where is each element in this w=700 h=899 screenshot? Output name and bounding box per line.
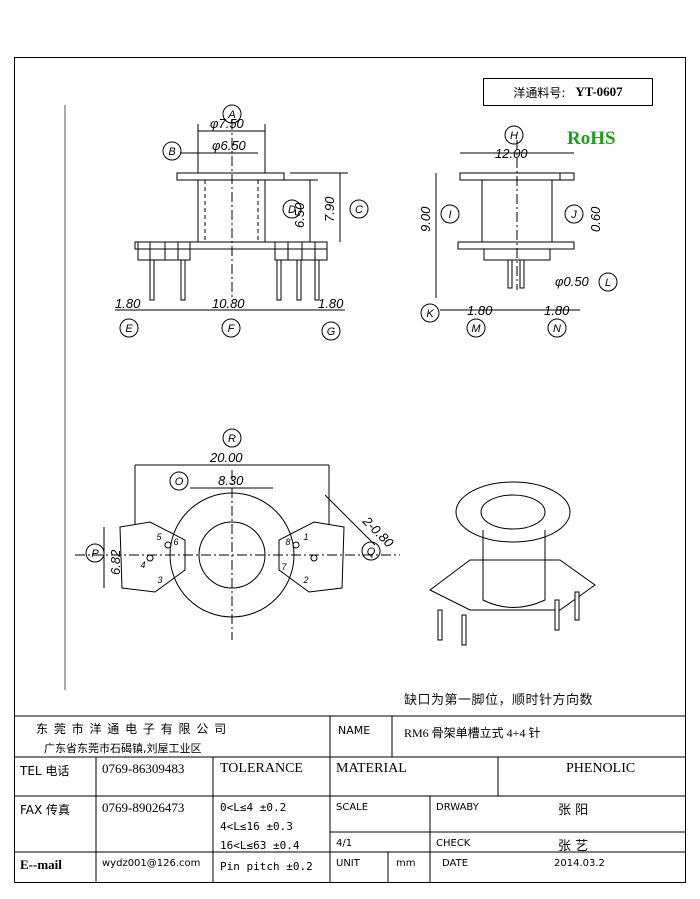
unit-value: mm <box>396 858 416 869</box>
tolerance-label: TOLERANCE <box>220 761 303 776</box>
dim-F-value: 10.80 <box>212 296 245 311</box>
part-number-box: 洋通料号: YT-0607 <box>483 78 653 106</box>
letter-M: M <box>471 323 481 335</box>
dimension-letters <box>85 104 618 563</box>
drawn-label: DRWABY <box>436 802 479 813</box>
pin-number: 3 <box>157 575 162 585</box>
drawn-value: 张 阳 <box>558 803 589 818</box>
dim-A-value: φ7.50 <box>210 116 245 131</box>
check-label: CHECK <box>436 838 471 849</box>
tolerance-line: Pin pitch ±0.2 <box>220 860 313 873</box>
letter-N: N <box>553 323 561 335</box>
fax-label: FAX 传真 <box>20 803 71 817</box>
isometric-view <box>429 481 596 646</box>
dim-E-value: 1.80 <box>115 296 141 311</box>
letter-A: A <box>227 109 235 121</box>
rohs-mark: RoHS <box>567 128 616 149</box>
dim-B-value: φ6.50 <box>212 138 247 153</box>
side-view <box>435 140 580 311</box>
dim-J-value: 0.60 <box>588 206 603 232</box>
company-address: 广东省东莞市石碣镇,刘屋工业区 <box>44 742 202 755</box>
letter-L: L <box>605 277 611 289</box>
pin-number: 2 <box>302 575 308 585</box>
pin-number: 4 <box>140 560 145 570</box>
letter-Q: Q <box>367 546 376 558</box>
email-value: wydz001@126.com <box>102 858 201 869</box>
fax-value: 0769-89026473 <box>102 800 185 815</box>
letter-O: O <box>175 476 184 488</box>
pin-number: 6 <box>173 537 178 547</box>
dim-H-value: 12.00 <box>495 146 528 161</box>
name-label: NAME <box>338 724 371 737</box>
letter-J: J <box>570 209 577 221</box>
email-label: E--mail <box>20 857 62 872</box>
material-value: PHENOLIC <box>566 761 636 776</box>
tel-label: TEL 电话 <box>20 764 70 778</box>
scale-label: SCALE <box>336 802 369 813</box>
dim-N-value: 1.80 <box>544 303 570 318</box>
letter-F: F <box>228 323 236 335</box>
dim-C-value: 7.90 <box>322 196 337 222</box>
letter-C: C <box>355 204 363 216</box>
drawing-sheet <box>14 57 686 883</box>
unit-label: UNIT <box>336 858 360 869</box>
letter-H: H <box>510 130 518 142</box>
pin-number: 8 <box>285 537 290 547</box>
part-number-value: YT-0607 <box>575 84 623 99</box>
dim-G-value: 1.80 <box>318 296 344 311</box>
dim-O-value: 8.30 <box>218 473 244 488</box>
name-value: RM6 骨架单槽立式 4+4 针 <box>404 726 541 740</box>
dim-I-value: 9.00 <box>418 206 433 232</box>
letter-I: I <box>448 209 451 221</box>
dim-D-value: 6.50 <box>292 202 307 228</box>
letter-E: E <box>125 323 133 335</box>
tel-value: 0769-86309483 <box>102 761 185 776</box>
scale-value: 4/1 <box>336 838 353 849</box>
dim-M-value: 1.80 <box>467 303 493 318</box>
company-name: 东 莞 市 洋 通 电 子 有 限 公 司 <box>36 722 228 736</box>
tolerance-line: 4<L≤16 ±0.3 <box>220 820 293 833</box>
tolerance-line: 0<L≤4 ±0.2 <box>220 801 287 814</box>
pin-number: 5 <box>156 532 162 542</box>
dim-L-value: φ0.50 <box>555 274 590 289</box>
letter-D: D <box>288 204 296 216</box>
material-label: MATERIAL <box>336 761 407 776</box>
pin-number: 1 <box>303 532 308 542</box>
tolerance-line: 16<L≤63 ±0.4 <box>220 839 300 852</box>
title-block: 东 莞 市 洋 通 电 子 有 限 公 司 广东省东莞市石碣镇,刘屋工业区 NA… <box>14 716 686 883</box>
front-view <box>64 105 348 690</box>
pin-number: 7 <box>281 562 287 572</box>
letter-K: K <box>426 308 434 320</box>
letter-P: P <box>91 548 99 560</box>
check-value: 张 艺 <box>558 839 589 854</box>
letter-R: R <box>228 433 236 445</box>
date-label: DATE <box>442 858 469 869</box>
part-number-label: 洋通料号: <box>513 85 566 100</box>
top-view <box>75 464 400 640</box>
dim-R-value: 20.00 <box>209 450 243 465</box>
date-value: 2014.03.2 <box>554 858 605 869</box>
pin-orientation-note: 缺口为第一脚位，顺时针方向数 <box>404 693 594 708</box>
letter-G: G <box>327 326 336 338</box>
dim-P-value: 6.82 <box>108 549 123 575</box>
letter-B: B <box>168 146 175 158</box>
